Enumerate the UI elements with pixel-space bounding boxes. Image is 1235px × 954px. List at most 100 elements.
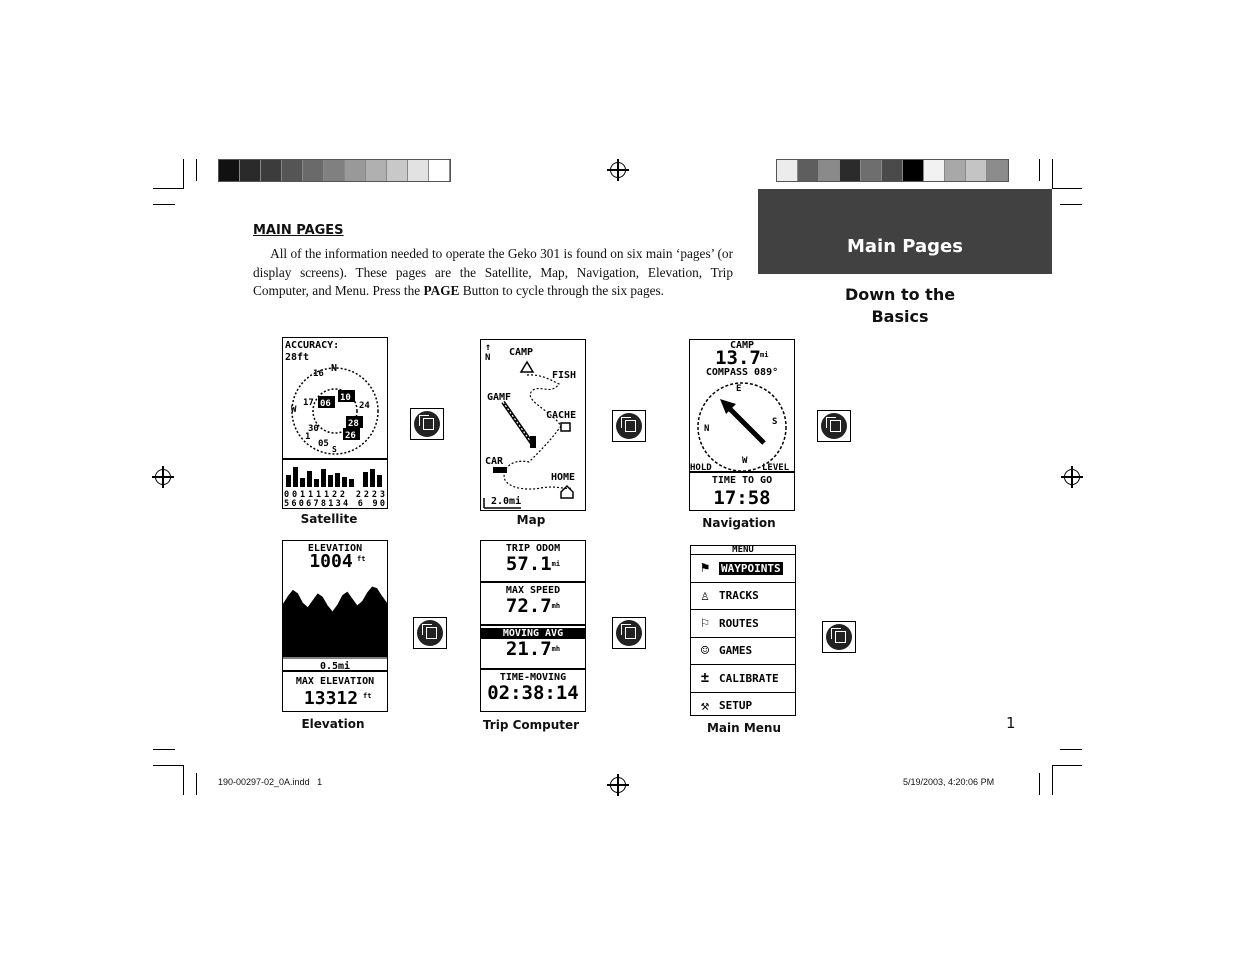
elevation-value: 1004 <box>309 551 353 572</box>
paragraph-text-end: Button to cycle through the six pages. <box>459 283 665 298</box>
north-indicator: N <box>485 353 490 363</box>
svg-text:24: 24 <box>359 401 370 411</box>
satellite-numbers-top: 00111122 2223 <box>284 490 385 500</box>
svg-text:E: E <box>736 384 741 394</box>
waypoint-flag-icon: ⚑ <box>700 560 710 577</box>
nav-compass-heading: COMPASS 089° <box>706 367 778 378</box>
setup-icon: ⚒ <box>700 697 710 714</box>
map-view: ↑ N CAMP FISH GAMF CACHE CAR HOME 2.0mi <box>483 342 576 509</box>
intro-paragraph: All of the information needed to operate… <box>253 245 733 301</box>
nav-time-label: TIME TO GO <box>712 475 772 486</box>
section-tab: Main Pages <box>758 189 1052 274</box>
satellite-sky-view: ACCURACY: 28ft N 16 W 17 06 10 24 28 26 … <box>283 340 387 508</box>
menu-item-label: GAMES <box>719 644 753 658</box>
menu-item-label: ROUTES <box>719 616 759 630</box>
crop-mark <box>1060 204 1082 205</box>
menu-item-calibrate: ±CALIBRATE <box>691 665 795 693</box>
section-tab-title: Main Pages <box>847 236 963 257</box>
menu-item-label: SETUP <box>719 699 753 713</box>
elevation-label: ELEVATION <box>308 543 362 554</box>
svg-text:W: W <box>291 405 297 415</box>
page-button-icon <box>817 410 851 442</box>
main-menu-screen: MENU ⚑ WAYPOINTS ♙TRACKS ⚐ ROUTES ☺ GAMES ±… <box>690 545 796 716</box>
svg-text:17: 17 <box>303 398 314 408</box>
map-waypoint-label: CAMP <box>509 347 533 358</box>
hiker-icon: ♙ <box>700 587 710 604</box>
nav-distance-unit: mi <box>760 351 768 359</box>
crop-mark <box>153 204 175 205</box>
crop-mark <box>1052 765 1053 795</box>
menu-item-tracks: ♙TRACKS <box>691 583 795 610</box>
svg-text:1: 1 <box>305 432 310 442</box>
page-number: 1 <box>1006 714 1016 732</box>
max-elevation-unit: ft <box>363 692 371 700</box>
route-icon: ⚐ <box>700 615 710 632</box>
page-button-icon <box>410 408 444 440</box>
crop-mark <box>183 765 184 795</box>
map-scale: 2.0mi <box>491 495 521 507</box>
menu-title: MENU <box>691 546 795 555</box>
accuracy-label: ACCURACY: <box>285 340 339 351</box>
elevation-unit: ft <box>357 555 365 563</box>
crop-mark <box>1052 159 1053 189</box>
svg-text:16: 16 <box>313 369 324 379</box>
menu-item-waypoints: ⚑ WAYPOINTS <box>691 555 795 583</box>
svg-text:05: 05 <box>318 439 329 449</box>
crop-mark <box>1039 159 1040 181</box>
crop-mark <box>153 749 175 750</box>
menu-item-games: ☺ GAMES <box>691 638 795 665</box>
menu-item-label: WAYPOINTS <box>719 561 783 575</box>
trip-field-value: 21.7mh <box>505 638 561 660</box>
games-icon: ☺ <box>700 642 710 659</box>
crop-mark <box>196 773 197 795</box>
crop-mark <box>1052 188 1082 189</box>
max-elevation-label: MAX ELEVATION <box>296 676 374 687</box>
footer-filename: 190-00297-02_0A.indd 1 <box>218 777 323 787</box>
elevation-area <box>283 586 387 657</box>
map-waypoint-label: GAMF <box>487 392 511 403</box>
page-button-icon <box>822 621 856 653</box>
svg-text:10: 10 <box>340 393 351 403</box>
crop-mark <box>183 159 184 189</box>
map-waypoint-label: CACHE <box>546 410 576 421</box>
trip-field-label: TIME-MOVING <box>499 672 567 683</box>
trip-field-label: TRIP ODOM <box>505 543 561 554</box>
page-heading: MAIN PAGES <box>253 223 344 238</box>
crop-mark <box>153 765 183 766</box>
grayscale-color-bar <box>218 159 451 182</box>
svg-text:↑: ↑ <box>485 342 491 353</box>
elevation-profile: ELEVATION 1004 ft 0.5mi MAX ELEVATION 13… <box>283 543 387 709</box>
svg-text:30: 30 <box>308 424 319 434</box>
satellite-numbers-bottom: 560678134 6 90 <box>284 499 385 508</box>
crop-mark <box>1039 773 1040 795</box>
svg-text:W: W <box>742 456 748 466</box>
menu-item-setup: ⚒ SETUP <box>691 693 795 716</box>
page-button-icon <box>612 410 646 442</box>
map-waypoint-label: HOME <box>551 472 575 483</box>
trip-field-label: MOVING AVG <box>481 628 585 639</box>
trip-field: TIME-MOVING 02:38:14 <box>481 670 585 711</box>
svg-text:S: S <box>332 445 337 454</box>
svg-text:N: N <box>331 363 337 374</box>
nav-time-value: 17:58 <box>713 487 770 509</box>
trip-field: MAX SPEED 72.7mh <box>481 583 585 626</box>
trip-computer-caption: Trip Computer <box>482 718 580 732</box>
svg-text:N: N <box>704 424 709 434</box>
trip-computer-screen: TRIP ODOM 57.1mi MAX SPEED 72.7mh MOVING… <box>480 540 586 712</box>
page-button-name: PAGE <box>423 283 460 298</box>
trip-field: TRIP ODOM 57.1mi <box>481 541 585 583</box>
max-elevation-value: 13312 <box>304 688 358 709</box>
crop-mark <box>1060 749 1082 750</box>
elevation-screen: ELEVATION 1004 ft 0.5mi MAX ELEVATION 13… <box>282 540 388 712</box>
crop-mark <box>196 159 197 181</box>
svg-text:26: 26 <box>345 431 356 441</box>
menu-item-label: CALIBRATE <box>719 671 779 685</box>
registration-mark-icon <box>1061 466 1083 488</box>
map-caption: Map <box>516 513 546 527</box>
paragraph-text: All of the information needed to operate… <box>253 246 733 298</box>
svg-text:06: 06 <box>320 399 331 409</box>
trip-field-value: 57.1mi <box>505 553 561 575</box>
map-waypoint-label: FISH <box>552 370 576 381</box>
svg-text:28: 28 <box>348 419 359 429</box>
satellite-caption: Satellite <box>300 512 358 526</box>
